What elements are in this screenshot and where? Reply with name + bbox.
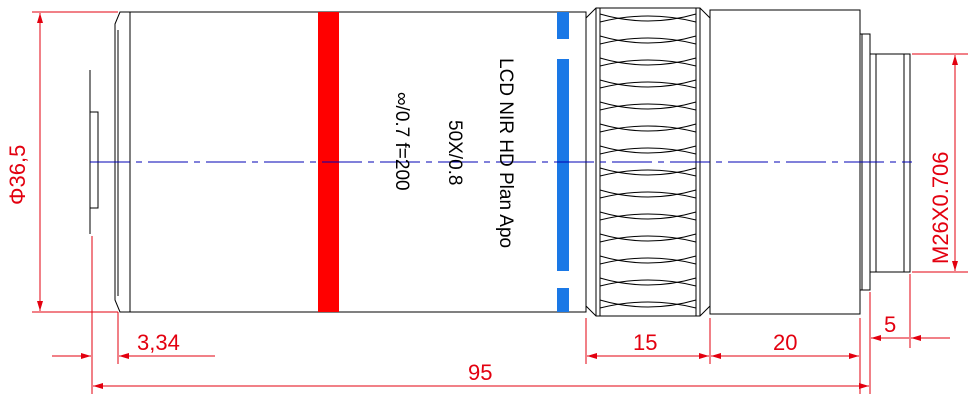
knurl-ridge [599, 213, 697, 221]
knurl-ridge [599, 15, 697, 23]
thread-length-dimension: 5 [871, 312, 950, 341]
diameter-dimension: Φ36,5 [5, 11, 118, 313]
offset-label: 3,34 [137, 330, 180, 355]
ring-width-dimension: 15 [587, 330, 709, 359]
knurl-ridge [599, 59, 697, 67]
diameter-label: Φ36,5 [5, 145, 30, 205]
extension-lines [91, 236, 911, 394]
knurl-ridge [599, 235, 697, 243]
front-element [89, 70, 99, 234]
knurl-ridge [599, 189, 697, 198]
knurl-ridge [599, 81, 697, 89]
knurl-ridge [599, 147, 697, 155]
knurl-ridge [599, 123, 697, 132]
knurl-ridge [599, 101, 697, 110]
knurl-ridge [599, 277, 697, 286]
thread-label: M26X0.706 [928, 151, 953, 264]
knurl-ridge [599, 79, 697, 88]
knurl-ridge [599, 299, 697, 308]
knurl-ridge [599, 233, 697, 242]
knurl-ridge [599, 255, 697, 264]
knurl-ridge [599, 37, 697, 45]
knurl-ridge [599, 279, 697, 287]
knurl-ridge [599, 13, 697, 22]
knurl-ridge [599, 125, 697, 133]
knurl-ridge [599, 257, 697, 265]
knurl-ridge [599, 211, 697, 220]
thread [869, 53, 911, 273]
knurl-ridge [599, 145, 697, 154]
overall-length-label: 95 [468, 360, 492, 385]
knurl-ridge [599, 57, 697, 66]
ring-width-label: 15 [633, 330, 657, 355]
thread-length-label: 5 [884, 312, 896, 337]
engrave-line3: ∞/0.7 f=200 [391, 92, 412, 191]
engrave-line1: LCD NIR HD Plan Apo [495, 58, 516, 248]
blue-marks [557, 12, 569, 312]
knurl-ridge [599, 167, 697, 176]
knurl-ridge [599, 103, 697, 111]
knurl-ridge [599, 301, 697, 309]
rear-length-dimension: 20 [711, 330, 859, 359]
engrave-line2: 50X/0.8 [444, 120, 465, 186]
knurl-ridge [599, 169, 697, 177]
knurl-ridge [599, 191, 697, 199]
thread-dimension: M26X0.706 [912, 53, 968, 273]
overall-length-dimension: 95 [93, 360, 869, 389]
offset-dimension: 3,34 [52, 330, 215, 359]
knurl-ridge [599, 35, 697, 44]
rear-length-label: 20 [773, 330, 797, 355]
